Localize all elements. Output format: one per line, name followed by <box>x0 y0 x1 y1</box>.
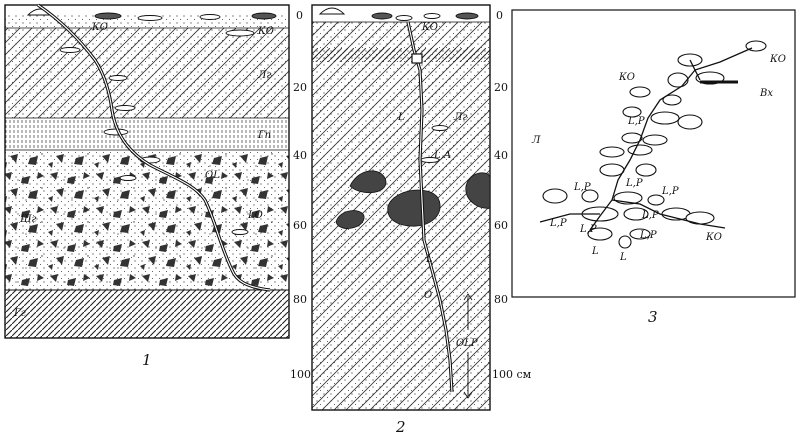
svg-text:100 см: 100 см <box>492 368 532 381</box>
p2-label-lg: Лг <box>453 112 467 123</box>
p2-label-l1: L <box>397 112 405 123</box>
svg-text:20: 20 <box>494 81 508 94</box>
p2-depth-scale-left: 100 <box>290 368 311 381</box>
p3-label-lp6: L,P <box>641 210 659 221</box>
p1-label-ko: КО <box>91 22 108 33</box>
svg-text:20: 20 <box>293 81 307 94</box>
panel-3-number: 3 <box>648 308 658 326</box>
svg-text:40: 40 <box>293 149 307 162</box>
p3-label-vx: Вх <box>759 88 773 99</box>
p2-label-la: L,A <box>433 150 451 161</box>
svg-text:0: 0 <box>496 9 503 22</box>
p3-label-lp7: L,P <box>579 224 597 235</box>
p1-label-ol: OL <box>205 170 220 181</box>
p2-label-olp: OLP <box>456 338 478 349</box>
p1-label-shchg: Щг <box>20 214 36 225</box>
p2-label-ko: КО <box>421 22 438 33</box>
svg-text:60: 60 <box>494 219 508 232</box>
p3-label-ko-right: КО <box>705 232 722 243</box>
p1-label-gp: Гп <box>257 130 271 141</box>
p1-label-gg: Гг <box>13 308 26 319</box>
svg-text:80: 80 <box>494 293 508 306</box>
svg-text:100: 100 <box>290 368 311 381</box>
p3-label-ko-top: КО <box>769 54 786 65</box>
p3-label-l4: L <box>619 252 627 263</box>
p3-label-lp1: L,P <box>627 116 645 127</box>
p1-depth-scale: 0 20 40 60 80 <box>293 9 307 306</box>
panel-3: КО КО Вх L,P Л L,P L,P L,P L,P L,P L,P L… <box>511 9 796 326</box>
p1-label-lg: Лг <box>257 70 271 81</box>
p2-depth-scale-right: 0 20 40 60 80 100 см <box>492 9 532 381</box>
p3-label-l3: L <box>591 246 599 257</box>
p3-label-lp2: L,P <box>573 182 591 193</box>
p2-label-l2: L <box>425 254 433 265</box>
svg-text:80: 80 <box>293 293 307 306</box>
p2-label-o: O <box>424 290 432 301</box>
p3-label-lp5: L,P <box>549 218 567 229</box>
svg-text:40: 40 <box>494 149 508 162</box>
panel-1-number: 1 <box>142 351 152 369</box>
panel-2-number: 2 <box>395 418 406 436</box>
p3-label-ko-left: КО <box>618 72 635 83</box>
panel-1: КО КО Лг Гп OL Щг LO Гг 0 20 40 60 80 1 <box>4 3 307 369</box>
p1-label-ko2: КО <box>257 26 274 37</box>
p1-label-lo: LO <box>247 210 263 221</box>
p3-label-lp8: L,P <box>639 230 657 241</box>
svg-text:0: 0 <box>296 9 303 22</box>
p3-label-l-side: Л <box>531 135 541 146</box>
svg-text:60: 60 <box>293 219 307 232</box>
p3-label-lp3: L,P <box>625 178 643 189</box>
panel-2: КО L Лг L,A L O OLP 100 0 20 40 60 80 10… <box>290 4 532 436</box>
p3-label-lp4: L,P <box>661 186 679 197</box>
